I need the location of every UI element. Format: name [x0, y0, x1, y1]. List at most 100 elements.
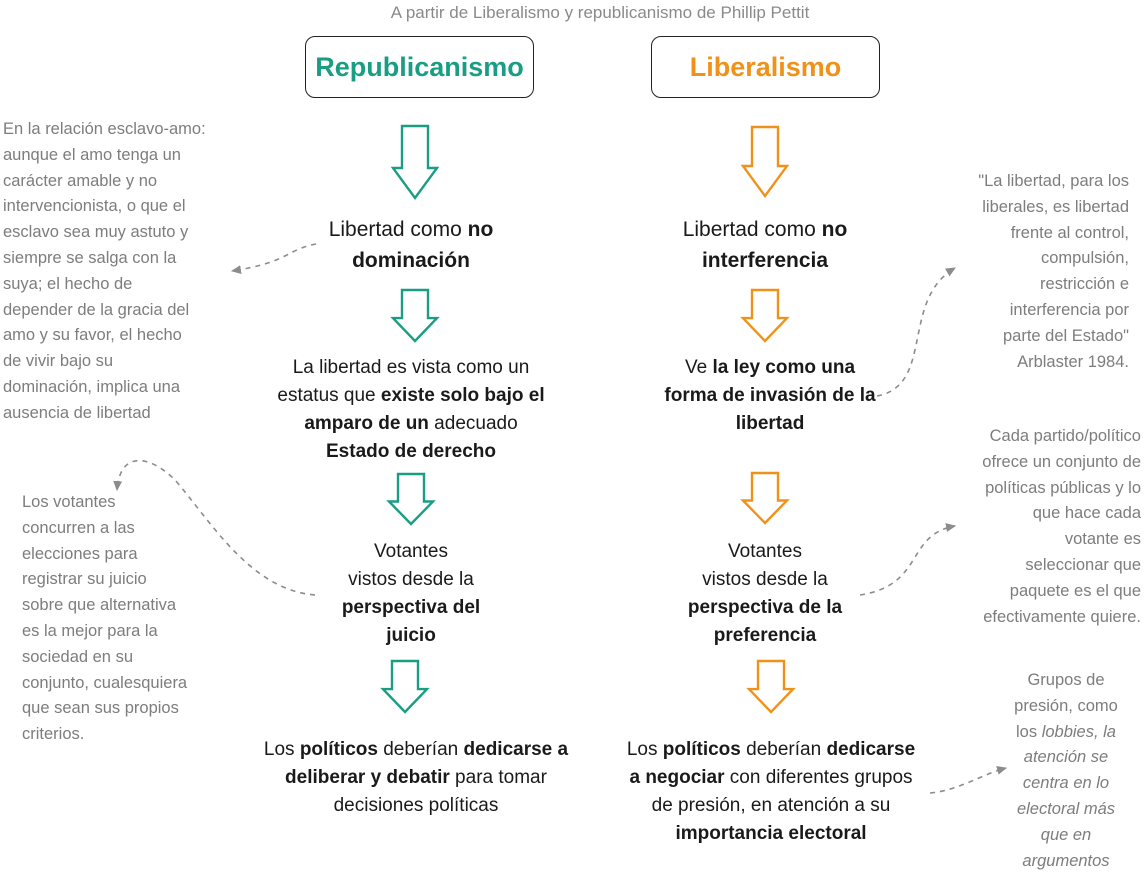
- lib-arrow-1-down-arrow-icon: [740, 125, 790, 199]
- lib-step-1-no-interferencia: Libertad como no interferencia: [620, 214, 910, 276]
- text-run: sobre que alternativa: [22, 596, 177, 615]
- text-run: La libertad es vista como un: [292, 357, 530, 378]
- text-run: políticos: [299, 739, 378, 760]
- note-arblaster-quote: "La libertad, para los liberales, es libe…: [929, 169, 1129, 375]
- text-run: Los: [263, 739, 300, 760]
- text-run: Libertad como: [328, 218, 468, 241]
- text-run: adecuado: [428, 413, 518, 434]
- text-run: frente al control,: [1010, 223, 1129, 242]
- note-esclavo-amo: En la relación esclavo-amo: aunque el amo…: [3, 117, 228, 427]
- text-run: amparo de un: [304, 413, 429, 434]
- text-run: dominación, implica una: [3, 377, 181, 396]
- republicanismo-header: Republicanismo: [305, 36, 534, 98]
- text-run: atención se: [1023, 748, 1109, 767]
- text-run: Estado de derecho: [326, 441, 496, 462]
- text-run: criterios.: [22, 725, 85, 744]
- text-run: suya; el hecho de: [3, 274, 133, 293]
- text-run: sociedad en su: [22, 647, 133, 666]
- text-run: parte del Estado": [1002, 326, 1129, 345]
- text-run: es la mejor para la: [22, 621, 158, 640]
- text-run: vistos desde la: [348, 569, 474, 590]
- text-run: presión, como: [1014, 696, 1118, 715]
- lib-arrow-4-down-arrow-icon: [746, 659, 796, 714]
- diagram-subtitle: A partir de Liberalismo y republicanismo…: [390, 3, 810, 22]
- text-run: aunque el amo tenga un: [3, 145, 181, 164]
- text-run: no: [467, 218, 494, 241]
- text-run: electoral más: [1016, 799, 1116, 818]
- text-run: efectivamente quiere.: [983, 607, 1141, 626]
- text-run: existe solo bajo el: [380, 385, 545, 406]
- text-run: "La libertad, para los: [978, 172, 1129, 190]
- text-run: restricción e: [1040, 275, 1129, 294]
- text-run: deberían: [377, 739, 464, 760]
- text-run: libertad: [735, 413, 805, 434]
- text-run: depender de la gracia del: [3, 300, 190, 319]
- text-run: siempre se salga con la: [3, 248, 177, 267]
- text-run: intervencionista, o que el: [3, 197, 186, 216]
- text-run: Votantes: [728, 541, 802, 562]
- text-run: estatus que: [277, 385, 381, 406]
- text-run: compulsión,: [1040, 249, 1129, 268]
- text-run: En la relación esclavo-amo:: [3, 120, 206, 138]
- text-run: lobbies, la: [1041, 722, 1116, 741]
- text-run: que en: [1040, 825, 1092, 844]
- text-run: la ley como una: [712, 357, 856, 378]
- text-run: interferencia por: [1009, 300, 1129, 319]
- text-run: preferencia: [713, 625, 817, 646]
- text-run: políticas públicas y lo: [985, 478, 1141, 497]
- text-run: Los: [626, 739, 663, 760]
- text-run: con diferentes grupos: [724, 767, 913, 788]
- text-run: ausencia de libertad: [3, 403, 151, 422]
- text-run: juicio: [386, 625, 436, 646]
- lib-step-2-ley-invasion: Ve la ley como una forma de invasión de l…: [620, 354, 920, 438]
- text-run: Grupos de: [1027, 671, 1105, 689]
- text-run: dedicarse a: [463, 739, 569, 760]
- text-run: a negociar: [629, 767, 725, 788]
- text-run: vistos desde la: [702, 569, 828, 590]
- text-run: ofrece un conjunto de: [982, 452, 1141, 471]
- text-run: interferencia: [701, 249, 829, 272]
- text-run: argumentos: [1022, 851, 1110, 870]
- lib-arrow-3-down-arrow-icon: [740, 471, 790, 525]
- text-run: importancia electoral: [675, 823, 867, 844]
- text-run: seleccionar que: [1025, 555, 1141, 574]
- rep-arrow-3-down-arrow-icon: [386, 472, 436, 526]
- rep-arrow-1-down-arrow-icon: [390, 124, 440, 201]
- text-run: Arblaster 1984.: [1017, 352, 1129, 371]
- connector-negociar-to-grupos-note: [929, 766, 1008, 794]
- text-run: Ve: [684, 357, 713, 378]
- lib-step-3-perspectiva-preferencia: Votantes vistos desde la perspectiva de la…: [645, 538, 885, 650]
- text-run: no: [821, 218, 848, 241]
- text-run: Libertad como: [682, 218, 822, 241]
- liberalismo-header: Liberalismo: [651, 36, 880, 98]
- text-run: esclavo sea muy astuto y: [3, 223, 189, 242]
- text-run: los: [1016, 722, 1042, 741]
- text-run: amo y su favor, el hecho: [3, 326, 182, 345]
- text-run: decisiones políticas: [333, 795, 499, 816]
- text-run: deberían: [740, 739, 827, 760]
- text-run: carácter amable y no: [3, 171, 158, 190]
- rep-step-1-no-dominacion: Libertad como no dominación: [266, 214, 556, 276]
- text-run: votante es: [1064, 530, 1141, 549]
- text-run: dominación: [352, 249, 470, 272]
- text-run: de presión, en atención a su: [651, 795, 891, 816]
- republicanismo-title: Republicanismo: [315, 51, 524, 82]
- text-run: perspectiva del: [341, 597, 481, 618]
- text-run: paquete es el que: [1009, 581, 1141, 600]
- text-run: registrar su juicio: [22, 570, 147, 589]
- text-run: elecciones para: [22, 544, 138, 563]
- text-run: Los votantes: [22, 493, 116, 511]
- text-run: conjunto, cualesquiera: [22, 673, 188, 692]
- text-run: liberales, es libertad: [982, 197, 1129, 216]
- text-run: forma de invasión de la: [664, 385, 876, 406]
- text-run: para tomar: [449, 767, 547, 788]
- text-run: de vivir bajo su: [3, 352, 114, 371]
- text-run: perspectiva de la: [687, 597, 843, 618]
- text-run: que sean sus propios: [22, 699, 179, 718]
- lib-arrow-2-down-arrow-icon: [740, 288, 790, 343]
